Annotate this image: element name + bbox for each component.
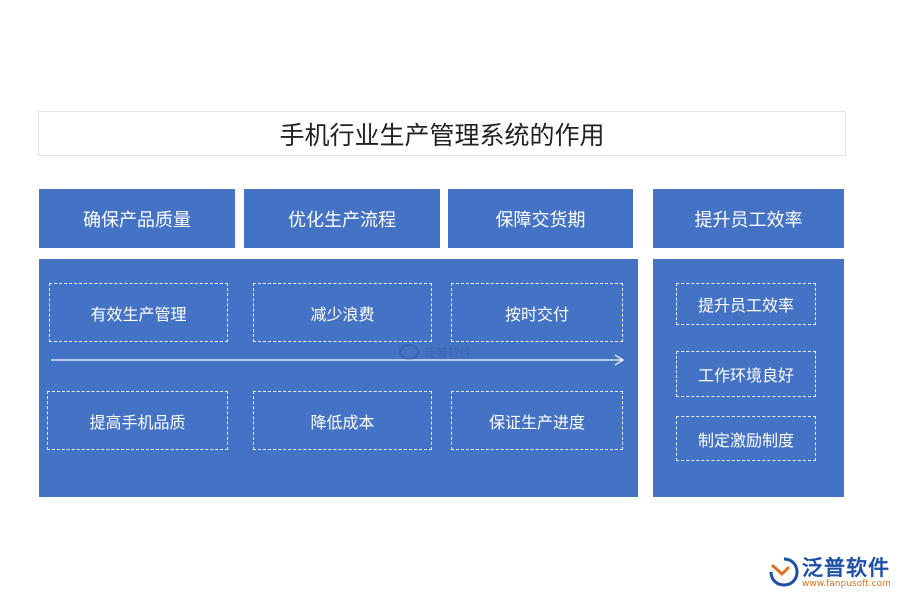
cell-reduce-waste: 减少浪费 bbox=[253, 283, 432, 342]
cell-ensure-progress: 保证生产进度 bbox=[451, 391, 623, 450]
cell-incentive-system: 制定激励制度 bbox=[676, 416, 816, 461]
cell-on-time-delivery: 按时交付 bbox=[451, 283, 623, 342]
logo-url: www.fanpusoft.com bbox=[802, 579, 891, 589]
fanpu-logo-icon bbox=[769, 557, 799, 587]
flow-arrow bbox=[51, 354, 625, 366]
right-panel bbox=[653, 259, 844, 497]
cell-improve-quality: 提高手机品质 bbox=[47, 391, 228, 450]
watermark-logo-icon bbox=[399, 344, 419, 360]
logo-name: 泛普软件 bbox=[802, 556, 890, 580]
watermark-text: 泛普软件 bbox=[424, 345, 473, 360]
cell-employee-efficiency: 提升员工效率 bbox=[676, 283, 816, 325]
diagram-title: 手机行业生产管理系统的作用 bbox=[38, 111, 846, 156]
brand-logo: 泛普软件 www.fanpusoft.com bbox=[768, 552, 896, 596]
cell-work-environment: 工作环境良好 bbox=[676, 351, 816, 397]
left-panel bbox=[39, 259, 638, 497]
cell-effective-management: 有效生产管理 bbox=[49, 283, 228, 342]
header-process: 优化生产流程 bbox=[244, 189, 440, 248]
watermark: 泛普软件 bbox=[398, 343, 472, 361]
header-quality: 确保产品质量 bbox=[39, 189, 235, 248]
header-delivery: 保障交货期 bbox=[448, 189, 633, 248]
cell-reduce-cost: 降低成本 bbox=[253, 391, 432, 450]
header-efficiency: 提升员工效率 bbox=[653, 189, 844, 248]
